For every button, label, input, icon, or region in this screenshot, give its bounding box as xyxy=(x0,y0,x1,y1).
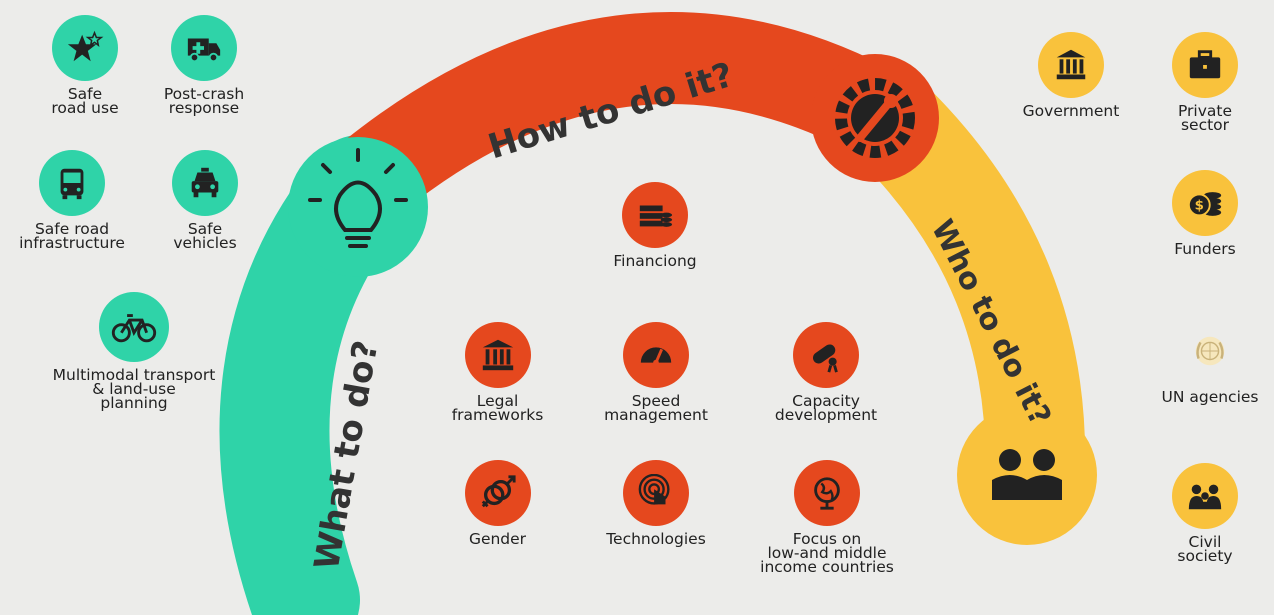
item-funders: $ Funders xyxy=(1160,170,1250,258)
svg-text:$: $ xyxy=(1195,199,1204,214)
item-financing: Financiong xyxy=(600,182,710,270)
ambulance-icon xyxy=(171,15,237,81)
briefcase-icon xyxy=(1172,32,1238,98)
label: UN agencies xyxy=(1161,388,1259,406)
label: Government xyxy=(1022,102,1120,120)
government-building-icon xyxy=(1038,32,1104,98)
item-technologies: Technologies xyxy=(592,460,720,548)
bus-icon xyxy=(39,150,105,216)
bicycle-icon xyxy=(99,292,169,362)
lightbulb-icon xyxy=(308,148,408,248)
label: Funders xyxy=(1174,240,1236,258)
diploma-icon xyxy=(793,322,859,388)
item-un-agencies: UN agencies xyxy=(1148,318,1272,406)
speedometer-icon xyxy=(623,322,689,388)
coins-icon: $ xyxy=(1172,170,1238,236)
globe-icon xyxy=(794,460,860,526)
who-hub-circle xyxy=(957,405,1097,545)
money-stack-icon xyxy=(622,182,688,248)
gear-wrench-icon xyxy=(835,78,915,158)
courthouse-icon xyxy=(464,322,531,388)
item-government: Government xyxy=(1012,32,1130,120)
what-hub-circle xyxy=(288,137,428,277)
label: Gender xyxy=(468,530,527,548)
label: Financiong xyxy=(613,252,697,270)
how-arc-band xyxy=(329,12,916,221)
label: Technologies xyxy=(606,530,706,548)
item-gender: Gender xyxy=(450,460,545,548)
gender-icon xyxy=(464,460,531,526)
community-icon xyxy=(1172,463,1238,529)
un-emblem-icon xyxy=(1177,318,1243,384)
people-icon xyxy=(992,449,1062,500)
star-hand-icon xyxy=(52,15,118,81)
car-icon xyxy=(172,150,238,216)
touch-icon xyxy=(623,460,689,526)
